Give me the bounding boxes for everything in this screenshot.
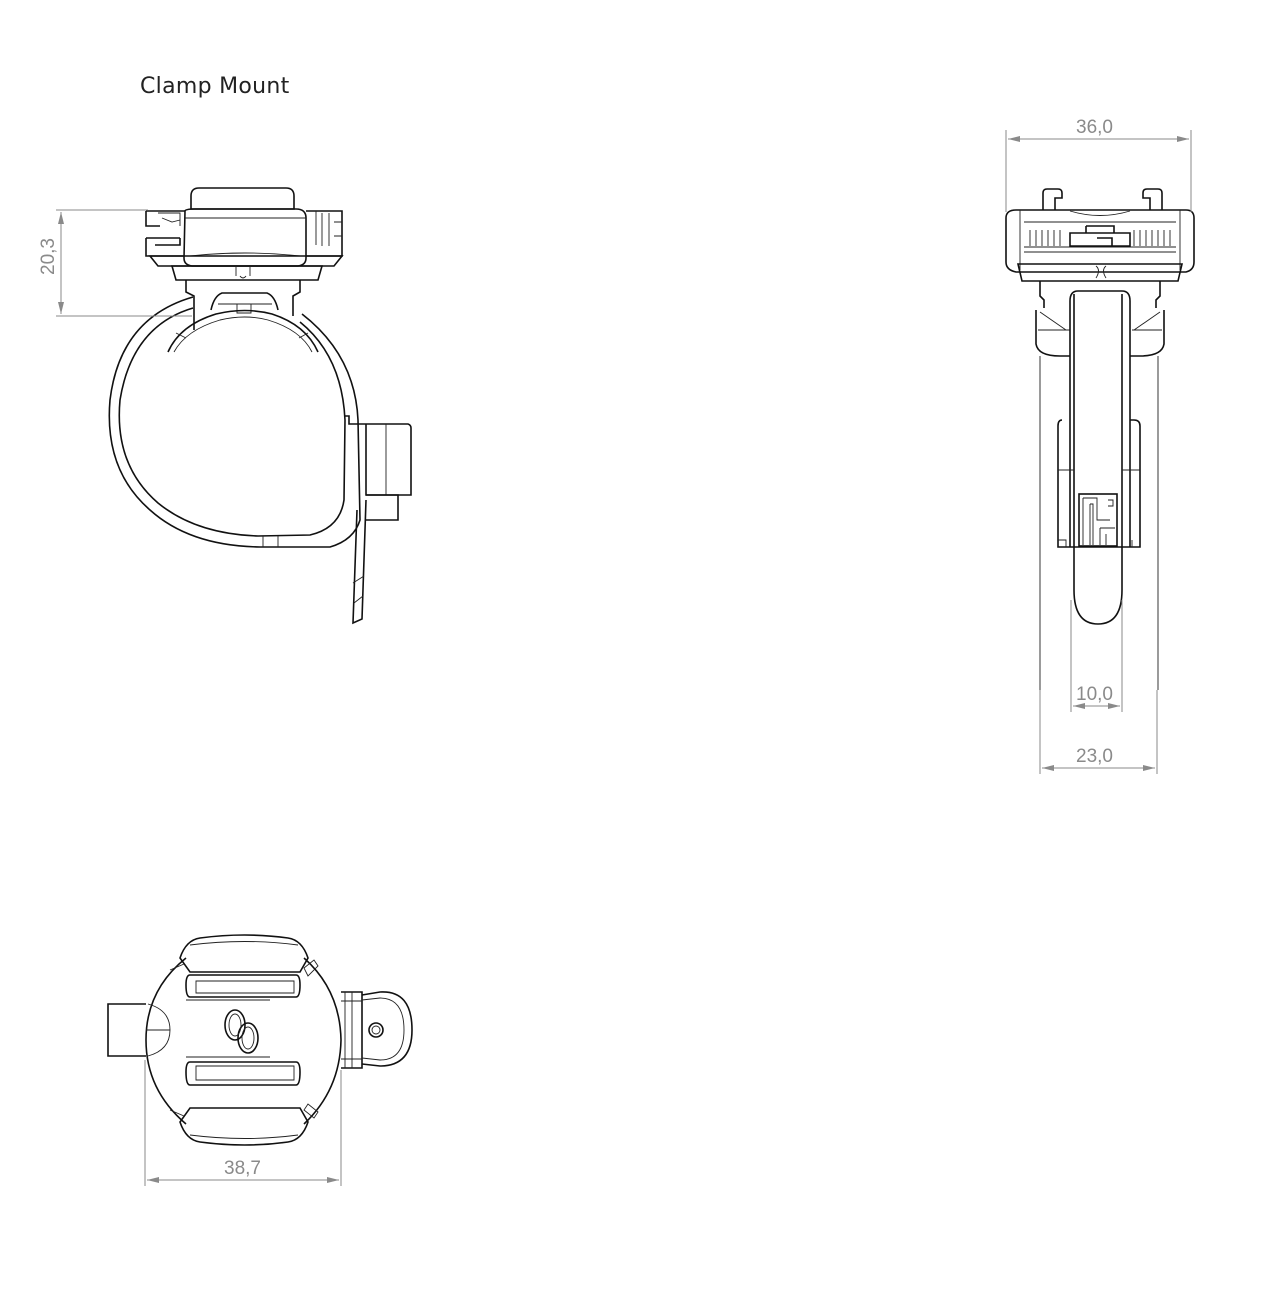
rivet-icon: [368, 1022, 384, 1038]
brand-logo-icon: [224, 1009, 259, 1054]
side-strap-tail: [1073, 547, 1123, 625]
strap-tail: [352, 499, 367, 625]
drawing-title: Clamp Mount: [140, 74, 290, 99]
right-clip: [306, 210, 343, 257]
strap-stub: [107, 1003, 146, 1057]
front-view: 20,3: [38, 187, 412, 625]
side-head: [1005, 209, 1195, 273]
buckle-tab: [341, 991, 363, 1069]
dimension-10-0: 10,0: [1070, 600, 1123, 712]
strap-ring: [108, 296, 361, 548]
right-hook: [1142, 188, 1163, 210]
dimension-36-0: 36,0: [1005, 117, 1192, 212]
top-bar: [179, 934, 309, 973]
top-view: 38,7: [107, 934, 413, 1186]
dimension-label: 36,0: [1076, 117, 1113, 138]
mount-head: [183, 208, 307, 267]
dimension-label: 23,0: [1076, 746, 1113, 767]
left-hook: [1042, 188, 1063, 210]
left-clip: [145, 210, 185, 257]
side-strap: [1069, 290, 1131, 547]
dimension-label: 20,3: [38, 238, 59, 275]
bottom-bar: [179, 1107, 309, 1146]
base-plate: [148, 255, 344, 267]
mount-cap: [190, 187, 295, 210]
upper-slot: [185, 974, 301, 998]
dimension-label: 38,7: [224, 1158, 261, 1179]
dimension-38-7: 38,7: [144, 1060, 342, 1186]
buckle-logo-icon: [1078, 493, 1118, 547]
side-wings: [1035, 310, 1165, 357]
buckle-loop: [361, 991, 413, 1067]
dimension-label: 10,0: [1076, 684, 1113, 705]
dimension-20-3: 20,3: [38, 209, 192, 317]
strap-latch: [210, 292, 279, 311]
dimension-23-0: 23,0: [1039, 690, 1158, 774]
buckle: [345, 415, 412, 496]
side-view: 36,0 10,0 23,0: [1005, 117, 1195, 774]
side-buckle: [1057, 419, 1141, 548]
lower-slot: [185, 1061, 301, 1086]
